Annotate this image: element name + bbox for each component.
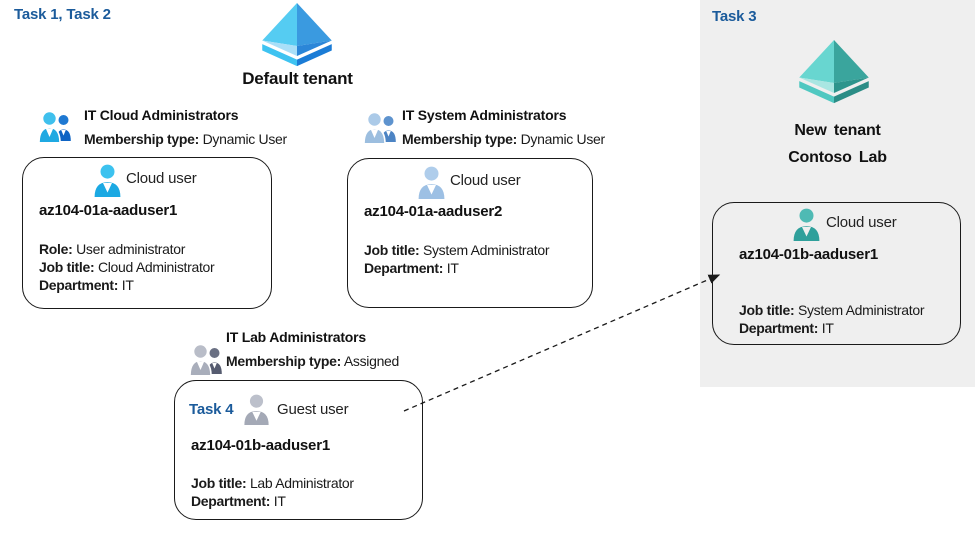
user-card-cloud-user-1: Cloud user az104-01a-aaduser1 Role: User… [22,157,272,309]
attribute-label: Job title: [39,259,95,275]
group-title: IT System Administrators [402,107,567,123]
attribute-row: Job title: Cloud Administrator [39,258,215,276]
attribute-label: Job title: [739,302,795,318]
default-tenant-title: Default tenant [242,69,353,88]
attribute-row: Job title: System Administrator [364,241,550,259]
attribute-list: Job title: Lab Administrator Department:… [191,474,354,510]
tenant-diamond-teal-icon [795,40,873,104]
membership-value: Assigned [343,353,400,369]
group-membership: Membership type: Dynamic User [84,131,287,147]
attribute-value: Lab Administrator [249,475,354,491]
attribute-row: Department: IT [739,319,924,337]
user-card-guest-user: Task 4 Guest user az104-01b-aaduser1 Job… [174,380,423,520]
group-users-gray-icon [189,343,223,375]
membership-label: Membership type: [402,131,517,147]
group-users-blue-icon [38,110,72,142]
attribute-value: IT [121,277,134,293]
username: az104-01a-aaduser2 [364,203,503,220]
tenant-diamond-blue-icon [258,3,336,67]
task-4-label: Task 4 [189,401,234,418]
attribute-list: Job title: System Administrator Departme… [739,301,925,337]
user-type-label: Cloud user [450,172,521,189]
cloud-user-steel-icon [418,166,445,199]
membership-value: Dynamic User [520,131,606,147]
attribute-row: Job title: Lab Administrator [191,474,354,492]
user-type-label: Guest user [277,401,349,418]
attribute-label: Department: [739,320,819,336]
attribute-list: Job title: System Administrator Departme… [364,241,550,277]
user-type-label: Cloud user [826,214,897,231]
attribute-label: Department: [364,260,444,276]
attribute-label: Job title: [191,475,247,491]
attribute-value: System Administrator [422,242,550,258]
attribute-label: Department: [191,493,271,509]
username: az104-01b-aaduser1 [191,437,330,454]
guest-user-gray-icon [243,394,270,425]
attribute-value: IT [821,320,834,336]
user-card-cloud-user-2: Cloud user az104-01a-aaduser2 Job title:… [347,158,593,308]
group-title: IT Lab Administrators [226,329,366,345]
attribute-row: Job title: System Administrator [739,301,925,319]
new-tenant-title-line2: Contoso Lab [788,149,887,166]
attribute-label: Job title: [364,242,420,258]
attribute-value: IT [446,260,459,276]
cloud-user-cyan-icon [94,164,121,197]
attribute-value: Cloud Administrator [97,259,215,275]
user-type-label: Cloud user [126,170,197,187]
attribute-list: Role: User administrator Job title: Clou… [39,240,215,294]
attribute-value: IT [273,493,286,509]
username: az104-01b-aaduser1 [739,246,878,263]
group-title: IT Cloud Administrators [84,107,239,123]
attribute-row: Department: IT [364,259,549,277]
membership-label: Membership type: [84,131,199,147]
task-3-label: Task 3 [712,8,757,25]
attribute-value: User administrator [76,241,186,257]
membership-value: Dynamic User [202,131,288,147]
attribute-row: Department: IT [39,276,214,294]
cloud-user-teal-icon [793,208,820,241]
attribute-label: Department: [39,277,119,293]
new-tenant-title-line1: New tenant [794,122,881,139]
attribute-row: Role: User administrator [39,240,214,258]
attribute-value: System Administrator [797,302,925,318]
new-tenant-panel: Task 3 New tenant Contoso Lab Cl [700,0,975,387]
attribute-label: Role: [39,241,73,257]
username: az104-01a-aaduser1 [39,202,178,219]
membership-label: Membership type: [226,353,341,369]
group-users-steel-icon [363,111,397,143]
group-membership: Membership type: Assigned [226,353,399,369]
user-card-cloud-user-new-tenant: Cloud user az104-01b-aaduser1 Job title:… [712,202,961,345]
group-membership: Membership type: Dynamic User [402,131,605,147]
task-1-2-label: Task 1, Task 2 [14,6,111,23]
attribute-row: Department: IT [191,492,354,510]
